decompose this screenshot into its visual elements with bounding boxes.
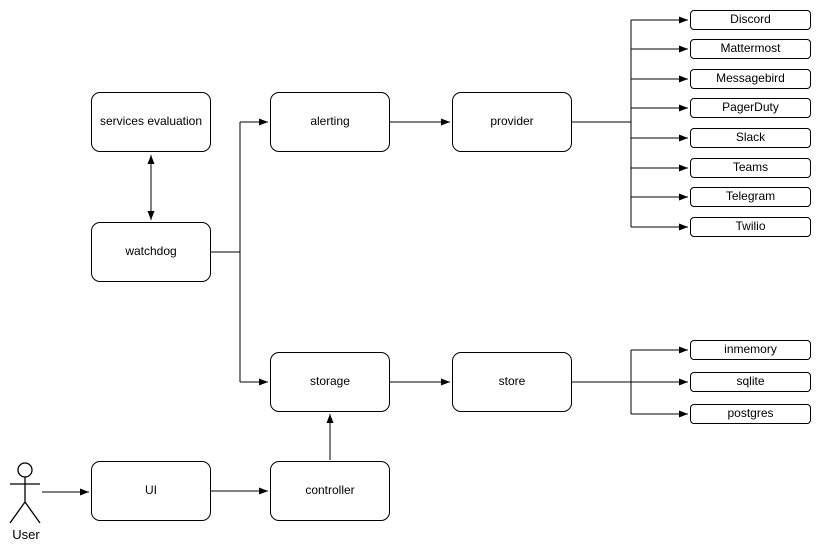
node-provider-messagebird-label: Messagebird xyxy=(716,71,785,86)
node-alerting-label: alerting xyxy=(310,114,350,129)
node-provider-teams: Teams xyxy=(690,158,811,178)
user-actor-figure xyxy=(9,462,41,524)
node-storage: storage xyxy=(270,352,390,412)
node-provider-teams-label: Teams xyxy=(732,160,769,175)
node-provider-twilio-label: Twilio xyxy=(735,219,766,234)
node-controller-label: controller xyxy=(305,483,355,498)
node-store-sqlite: sqlite xyxy=(690,372,811,392)
node-store-inmemory-label: inmemory xyxy=(724,342,777,357)
node-watchdog: watchdog xyxy=(91,222,211,282)
node-alerting: alerting xyxy=(270,92,390,152)
node-provider-pagerduty: PagerDuty xyxy=(690,98,811,118)
node-controller: controller xyxy=(270,461,390,521)
node-provider-label: provider xyxy=(490,114,534,129)
edge-watchdog-trunk xyxy=(211,122,241,382)
node-provider-telegram-label: Telegram xyxy=(725,189,776,204)
node-ui: UI xyxy=(91,461,211,521)
node-provider-mattermost-label: Mattermost xyxy=(720,41,781,56)
node-provider-slack: Slack xyxy=(690,128,811,148)
node-store-inmemory: inmemory xyxy=(690,340,811,360)
node-store-postgres: postgres xyxy=(690,404,811,424)
node-storage-label: storage xyxy=(309,374,351,389)
node-provider-slack-label: Slack xyxy=(735,130,766,145)
node-provider-mattermost: Mattermost xyxy=(690,39,811,59)
node-store-postgres-label: postgres xyxy=(727,406,774,421)
node-provider-discord: Discord xyxy=(690,10,811,30)
node-store: store xyxy=(452,352,572,412)
node-provider-pagerduty-label: PagerDuty xyxy=(722,100,779,115)
node-watchdog-label: watchdog xyxy=(125,244,177,259)
node-provider: provider xyxy=(452,92,572,152)
edge-provider-trunk xyxy=(572,20,632,227)
node-provider-twilio: Twilio xyxy=(690,217,811,237)
node-store-sqlite-label: sqlite xyxy=(736,374,765,389)
node-services-evaluation-label: services evaluation xyxy=(99,114,203,129)
node-provider-telegram: Telegram xyxy=(690,187,811,207)
node-services-evaluation: services evaluation xyxy=(91,92,211,152)
edge-store-trunk xyxy=(572,350,632,414)
node-provider-messagebird: Messagebird xyxy=(690,69,811,89)
node-provider-discord-label: Discord xyxy=(730,12,771,27)
user-actor-label: User xyxy=(12,527,40,542)
node-ui-label: UI xyxy=(145,483,157,498)
node-store-label: store xyxy=(498,374,526,389)
